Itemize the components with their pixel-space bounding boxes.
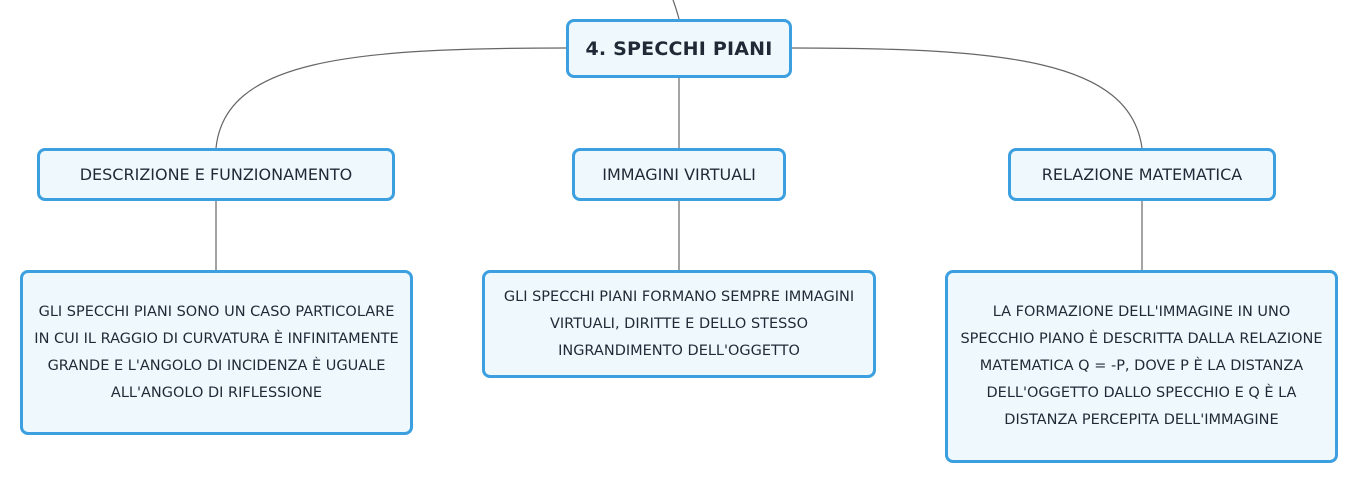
- detail-node-text: GLI SPECCHI PIANI SONO UN CASO PARTICOLA…: [34, 303, 399, 401]
- root-node[interactable]: 4. SPECCHI PIANI: [566, 19, 792, 78]
- detail-node-text: GLI SPECCHI PIANI FORMANO SEMPRE IMMAGIN…: [503, 288, 855, 359]
- detail-node-text: LA FORMAZIONE DELL'IMMAGINE IN UNO SPECC…: [960, 304, 1323, 428]
- detail-node-descrizione[interactable]: GLI SPECCHI PIANI SONO UN CASO PARTICOLA…: [20, 270, 413, 435]
- root-node-label: 4. SPECCHI PIANI: [585, 37, 773, 60]
- topic-node-descrizione[interactable]: DESCRIZIONE E FUNZIONAMENTO: [37, 148, 395, 201]
- connector-parent-root: [672, 0, 680, 20]
- connector-root-topic-1: [215, 47, 567, 149]
- topic-node-label: RELAZIONE MATEMATICA: [1041, 165, 1243, 184]
- topic-node-label: IMMAGINI VIRTUALI: [602, 165, 756, 184]
- detail-node-immagini-virtuali[interactable]: GLI SPECCHI PIANI FORMANO SEMPRE IMMAGIN…: [482, 270, 876, 378]
- detail-node-relazione-matematica[interactable]: LA FORMAZIONE DELL'IMMAGINE IN UNO SPECC…: [945, 270, 1338, 463]
- topic-node-label: DESCRIZIONE E FUNZIONAMENTO: [79, 165, 353, 184]
- topic-node-relazione-matematica[interactable]: RELAZIONE MATEMATICA: [1008, 148, 1276, 201]
- connector-root-topic-3: [791, 47, 1143, 149]
- topic-node-immagini-virtuali[interactable]: IMMAGINI VIRTUALI: [572, 148, 786, 201]
